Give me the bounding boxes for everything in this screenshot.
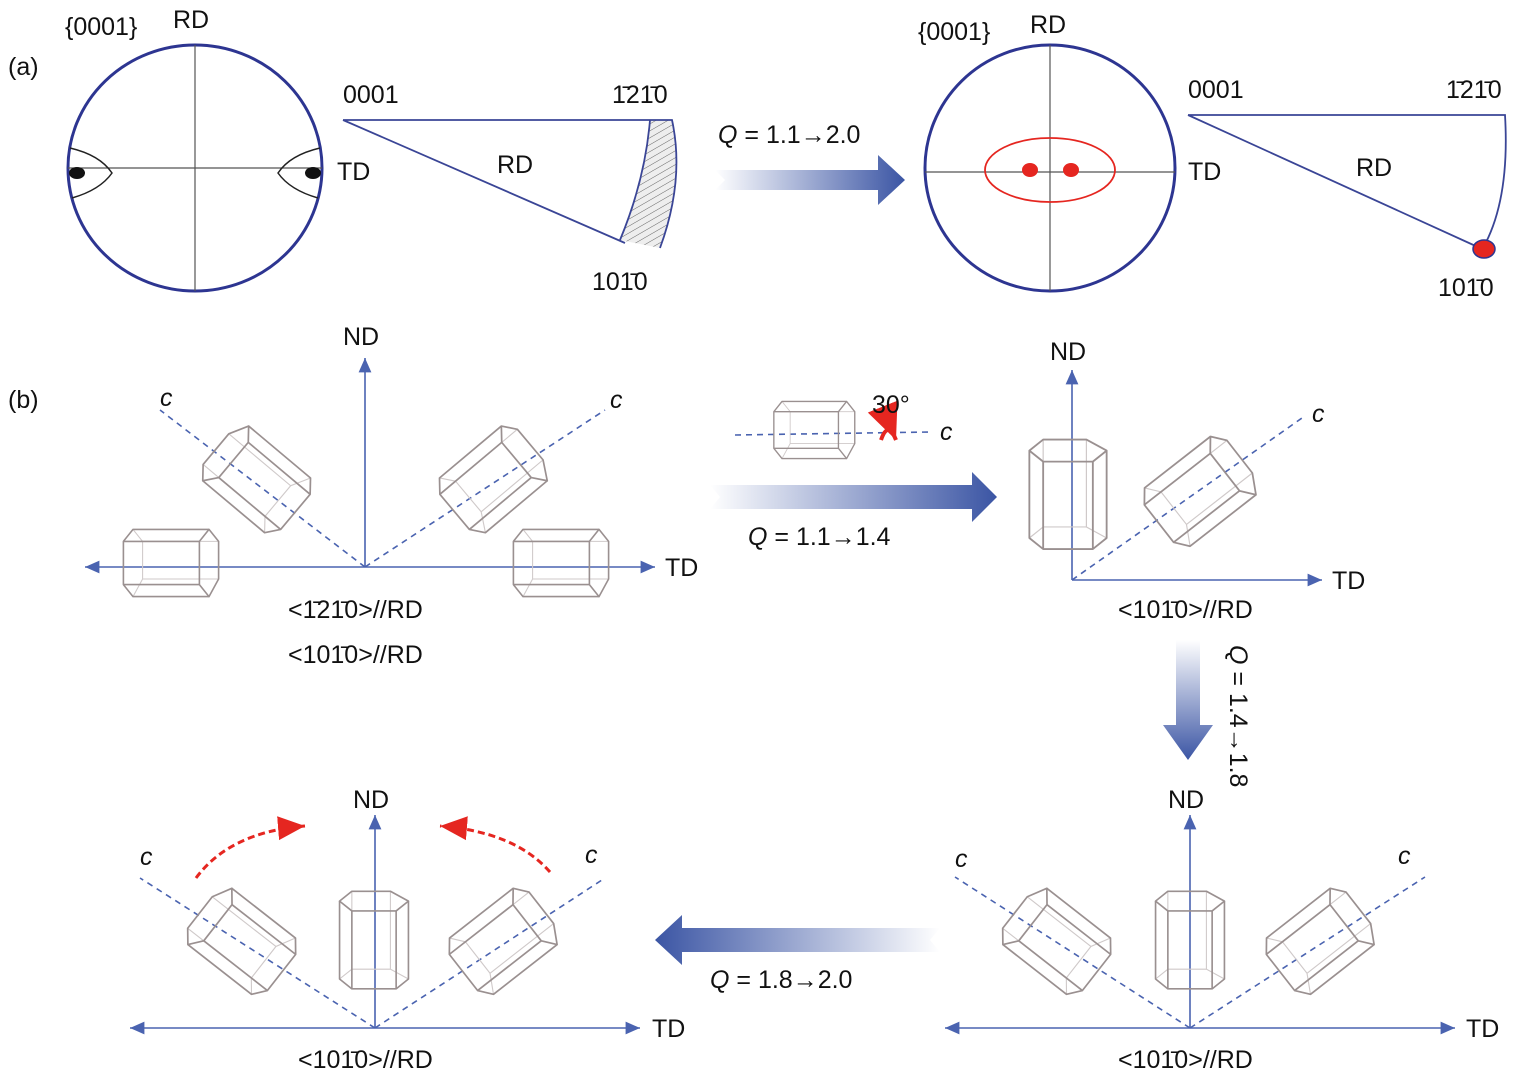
nd-label: ND xyxy=(343,323,379,351)
arrow-q-1.1-1.4: Q = 1.1→1.4 xyxy=(710,472,997,551)
pf-td-label: TD xyxy=(337,158,370,186)
nd-label: ND xyxy=(353,786,389,814)
rd-orientation-label: <1̄21̄0>//RD xyxy=(288,596,423,624)
stage4-texture: ND TD c c <101̄0>//RD xyxy=(130,786,685,1074)
ipf-bottom-label: 101̄0 xyxy=(592,268,648,296)
pole-figure-left: {0001} RD TD xyxy=(65,6,370,293)
pf-rd-label: RD xyxy=(173,6,209,34)
rd-orientation-label: <101̄0>//RD xyxy=(298,1046,433,1074)
ipf-top-label: 1̄21̄0 xyxy=(1446,76,1502,104)
c-axis-label: c xyxy=(160,384,173,412)
texture-pole-dot xyxy=(69,167,85,179)
rotation-angle-label: 30° xyxy=(872,391,910,419)
panel-a-label: (a) xyxy=(8,53,39,81)
texture-pole-dot xyxy=(1063,163,1079,177)
ipf-apex-label: 0001 xyxy=(343,81,399,109)
svg-text:Q = 1.1→1.4: Q = 1.1→1.4 xyxy=(748,523,891,551)
td-label: TD xyxy=(665,554,698,582)
c-axis-label: c xyxy=(610,386,623,414)
nd-label: ND xyxy=(1050,338,1086,366)
td-label: TD xyxy=(1466,1015,1499,1043)
rd-orientation-label: <101̄0>//RD xyxy=(1118,1046,1253,1074)
rd-orientation-label: <101̄0>//RD xyxy=(1118,596,1253,624)
ipf-rd-label: RD xyxy=(1356,154,1392,182)
ipf-bottom-label: 101̄0 xyxy=(1438,274,1494,302)
ipf-right: 0001 1̄21̄0 RD 101̄0 xyxy=(1187,76,1507,302)
texture-pole-dot xyxy=(1022,163,1038,177)
svg-text:Q = 1.4→1.8: Q = 1.4→1.8 xyxy=(1224,645,1252,787)
panel-b-label: (b) xyxy=(8,386,39,414)
svg-text:Q = 1.8→2.0: Q = 1.8→2.0 xyxy=(710,966,852,994)
pole-figure-right: {0001} RD TD xyxy=(918,11,1221,293)
arrow-q-1.1-2.0: Q = 1.1→2.0 xyxy=(715,121,905,205)
c-axis-label: c xyxy=(1312,400,1325,428)
td-label: TD xyxy=(1332,567,1365,595)
td-label: TD xyxy=(652,1015,685,1043)
pf-td-label: TD xyxy=(1188,158,1221,186)
rotation-arrow-right xyxy=(439,816,552,873)
ipf-top-label: 1̄21̄0 xyxy=(612,81,668,109)
pf-title: {0001} xyxy=(918,18,990,46)
rotation-illustration: 30° c xyxy=(734,391,953,460)
c-axis-label: c xyxy=(940,418,953,446)
ipf-apex-label: 0001 xyxy=(1188,76,1244,104)
c-axis-label: c xyxy=(1398,842,1411,870)
stage3-texture: ND TD c c <101̄0>//RD xyxy=(945,786,1499,1074)
c-axis-label: c xyxy=(955,845,968,873)
nd-label: ND xyxy=(1168,786,1204,814)
rd-orientation-label: <101̄0>//RD xyxy=(288,641,423,669)
c-axis-label: c xyxy=(140,843,153,871)
rotation-arrow-left xyxy=(194,816,306,879)
ipf-rd-label: RD xyxy=(497,151,533,179)
c-axis-label: c xyxy=(585,841,598,869)
svg-text:Q = 1.1→2.0: Q = 1.1→2.0 xyxy=(718,121,860,149)
ipf-left: 0001 1̄21̄0 RD 101̄0 xyxy=(342,81,678,296)
pf-rd-label: RD xyxy=(1030,11,1066,39)
arrow-q-1.8-2.0: Q = 1.8→2.0 xyxy=(655,915,940,994)
stage1-texture: ND TD c c <1̄21̄0>//RD <101̄0>//RD xyxy=(85,323,698,669)
pf-title: {0001} xyxy=(65,13,137,41)
arrow-q-1.4-1.8: Q = 1.4→1.8 xyxy=(1163,640,1252,787)
texture-pole-dot xyxy=(305,167,321,179)
stage2-texture: ND TD c <101̄0>//RD xyxy=(1028,338,1365,624)
